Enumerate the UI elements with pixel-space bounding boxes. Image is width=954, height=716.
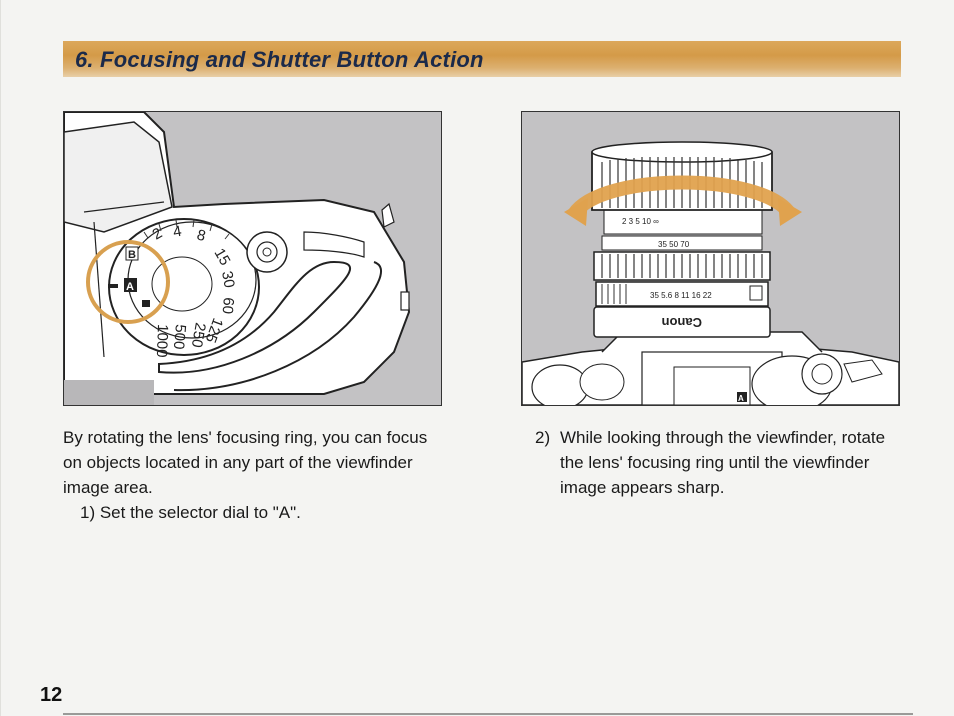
highlight-ring <box>86 240 170 324</box>
dial-number-250: 250 <box>188 321 209 349</box>
aperture-scale: 35 5.6 8 11 16 22 <box>650 291 712 300</box>
bottom-rule <box>63 713 913 715</box>
focusing-ring-illustration: A Canon 35 5.6 8 11 16 22 <box>522 112 899 405</box>
intro-paragraph: By rotating the lens' focusing ring, you… <box>63 428 428 497</box>
distance-scale: 2 3 5 10 ∞ <box>622 217 659 226</box>
right-mode-marker-a: A <box>738 394 744 403</box>
step-2-number: 2) <box>535 428 551 447</box>
dial-number-15: 15 <box>211 246 234 269</box>
section-title-bar: 6. Focusing and Shutter Button Action <box>63 41 901 77</box>
mode-marker-b: B <box>128 249 136 261</box>
page-number: 12 <box>40 684 63 706</box>
zoom-scale: 35 50 70 <box>658 240 690 249</box>
dial-number-500: 500 <box>170 324 189 350</box>
rotate-arrow-icon <box>568 175 796 219</box>
dial-number-30: 30 <box>218 270 238 289</box>
step-2: While looking through the viewfinder, ro… <box>560 428 886 497</box>
mode-marker-a: A <box>126 281 134 293</box>
dial-number-60: 60 <box>219 297 237 315</box>
section-title: 6. Focusing and Shutter Button Action <box>75 47 484 72</box>
lens-brand-label: Canon <box>662 315 703 330</box>
dial-number-1000: 1000 <box>153 324 171 358</box>
selector-dial-illustration: 2 4 8 15 30 60 125 250 500 1000 B A <box>64 112 441 405</box>
dial-number-4: 4 <box>172 223 183 241</box>
figure-selector-dial: 2 4 8 15 30 60 125 250 500 1000 B A <box>63 111 442 406</box>
figure-focusing-ring: A Canon 35 5.6 8 11 16 22 <box>521 111 900 406</box>
step-1: 1) Set the selector dial to "A". <box>80 503 301 522</box>
